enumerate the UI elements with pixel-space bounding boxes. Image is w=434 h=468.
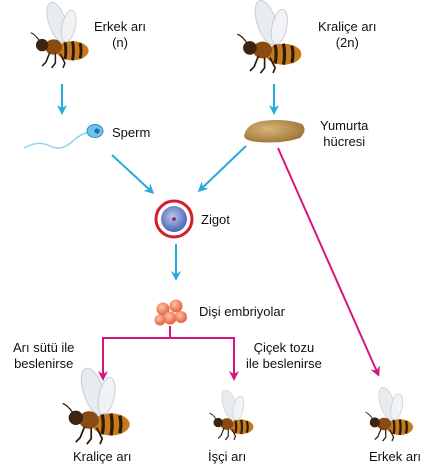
pollen-line2: ile beslenirse — [246, 356, 322, 372]
branch-line — [103, 338, 234, 374]
royal-jelly-label: Arı sütü ile beslenirse — [13, 340, 74, 372]
queen-bee-ploidy: (2n) — [318, 35, 377, 51]
male-bee-label: Erkek arı (n) — [94, 19, 146, 51]
zygote-label: Zigot — [201, 212, 230, 228]
egg-label: Yumurta hücresi — [320, 118, 368, 150]
queen-outcome-bee-icon — [63, 365, 130, 444]
royal-jelly-line2: beslenirse — [13, 356, 74, 372]
embryo-icon — [155, 300, 188, 326]
drone-bee-icon — [365, 385, 413, 441]
arrow-sperm-to-zygote — [112, 155, 152, 192]
male-bee-ploidy: (n) — [94, 35, 146, 51]
worker-outcome-label: İşçi arı — [208, 449, 246, 465]
worker-bee-icon — [210, 388, 254, 440]
sperm-label: Sperm — [112, 125, 150, 141]
egg-label-line1: Yumurta — [320, 118, 368, 134]
sperm-icon — [24, 125, 103, 149]
royal-jelly-line1: Arı sütü ile — [13, 340, 74, 356]
queen-bee-icon — [237, 0, 301, 73]
egg-label-line2: hücresi — [320, 134, 368, 150]
pollen-line1: Çiçek tozu — [246, 340, 322, 356]
drone-outcome-label: Erkek arı — [369, 449, 421, 465]
zygote-icon — [156, 201, 192, 237]
embryos-label: Dişi embriyolar — [199, 304, 285, 320]
queen-bee-name: Kraliçe arı — [318, 19, 377, 35]
pollen-label: Çiçek tozu ile beslenirse — [246, 340, 322, 372]
queen-bee-label: Kraliçe arı (2n) — [318, 19, 377, 51]
arrow-egg-to-zygote — [200, 146, 246, 190]
egg-icon — [244, 120, 305, 143]
male-bee-name: Erkek arı — [94, 19, 146, 35]
queen-outcome-label: Kraliçe arı — [73, 449, 132, 465]
male-bee-icon — [31, 0, 89, 68]
